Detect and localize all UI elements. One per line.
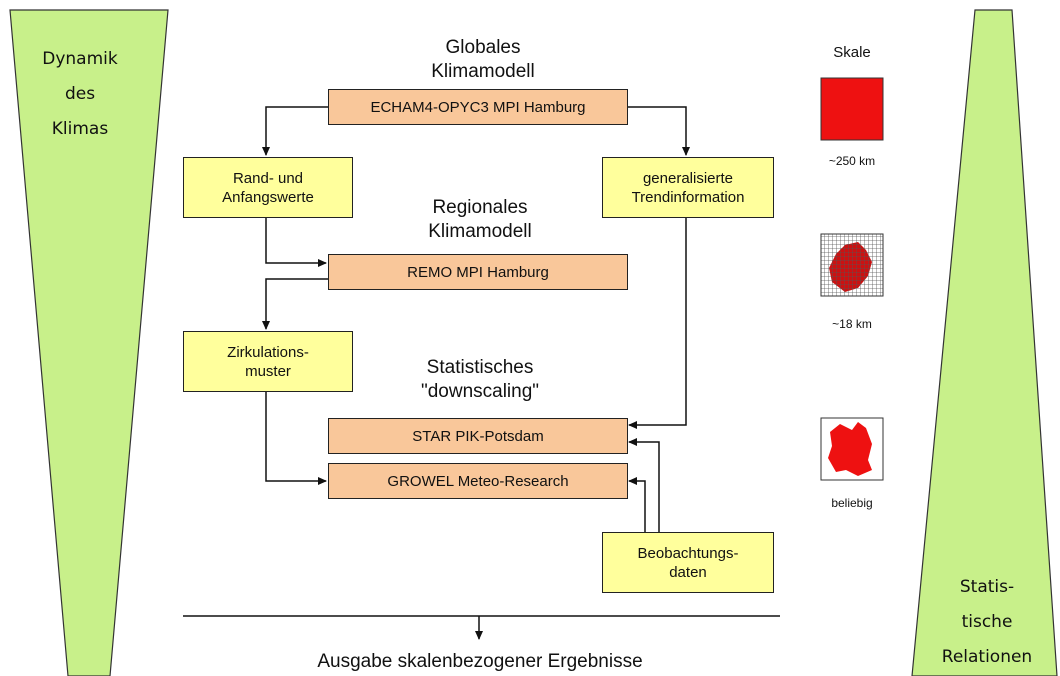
box-star: STAR PIK-Potsdam: [328, 418, 628, 454]
scale-title: Skale: [833, 44, 871, 61]
heading-line: Klimamodell: [428, 221, 532, 242]
heading-line: Regionales: [432, 197, 528, 218]
left-wedge-line: des: [64, 84, 96, 104]
box-beobachtungsdaten: Beobachtungs- daten: [602, 532, 774, 593]
arrow-remo-to-zirk: [262, 278, 328, 330]
right-wedge-line: Statis-: [959, 577, 1015, 597]
left-wedge-line: Klimas: [51, 119, 109, 139]
heading-statistical-downscaling: Statistisches "downscaling": [380, 356, 580, 404]
arrow-zirk-to-growel: [265, 392, 327, 485]
output-label: Ausgabe skalenbezogener Ergebnisse: [317, 651, 643, 672]
right-wedge-line: tische: [961, 612, 1013, 632]
scale-label-beliebig: beliebig: [831, 496, 873, 510]
scale-label-250km: ~250 km: [828, 154, 876, 168]
arrow-beob-to-growel: [628, 477, 646, 532]
right-wedge-triangle: [911, 9, 1058, 676]
arrow-trend-to-star: [628, 218, 687, 429]
box-line: Trendinformation: [631, 188, 745, 206]
box-line: Zirkulations-: [227, 343, 309, 361]
heading-line: "downscaling": [420, 381, 540, 402]
heading-line: Klimamodell: [431, 61, 535, 82]
heading-line: Globales: [445, 37, 521, 58]
right-wedge-line: Relationen: [941, 647, 1033, 667]
box-remo-label: REMO MPI Hamburg: [407, 263, 549, 281]
box-growel: GROWEL Meteo-Research: [328, 463, 628, 499]
arrow-echam-to-rand: [262, 106, 328, 156]
scale-18km-icon: [820, 233, 884, 297]
left-wedge-label: Dynamik des Klimas: [25, 42, 135, 147]
box-remo: REMO MPI Hamburg: [328, 254, 628, 290]
box-rand-anfangswerte: Rand- und Anfangswerte: [183, 157, 353, 218]
heading-global-model: Globales Klimamodell: [383, 36, 583, 84]
box-echam-label: ECHAM4-OPYC3 MPI Hamburg: [370, 98, 586, 116]
scale-250km-icon: [820, 77, 884, 141]
left-wedge-line: Dynamik: [42, 49, 118, 69]
left-wedge-triangle: [9, 9, 169, 676]
box-line: generalisierte: [642, 169, 734, 187]
box-star-label: STAR PIK-Potsdam: [412, 427, 544, 445]
scale-label-18km: ~18 km: [832, 317, 872, 331]
scale-beliebig-icon: [820, 417, 884, 481]
box-line: Rand- und: [232, 169, 304, 187]
arrow-echam-to-trend: [628, 106, 690, 156]
box-trendinformation: generalisierte Trendinformation: [602, 157, 774, 218]
box-line: daten: [669, 563, 707, 581]
box-echam: ECHAM4-OPYC3 MPI Hamburg: [328, 89, 628, 125]
box-growel-label: GROWEL Meteo-Research: [387, 472, 569, 490]
heading-regional-model: Regionales Klimamodell: [380, 196, 580, 244]
heading-line: Statistisches: [426, 357, 534, 378]
box-line: muster: [245, 362, 291, 380]
box-zirkulationsmuster: Zirkulations- muster: [183, 331, 353, 392]
arrow-rand-to-remo: [265, 218, 327, 267]
box-line: Beobachtungs-: [637, 544, 739, 562]
box-line: Anfangswerte: [222, 188, 314, 206]
arrow-beob-to-star: [628, 438, 660, 532]
right-wedge-label: Statis- tische Relationen: [922, 570, 1052, 675]
